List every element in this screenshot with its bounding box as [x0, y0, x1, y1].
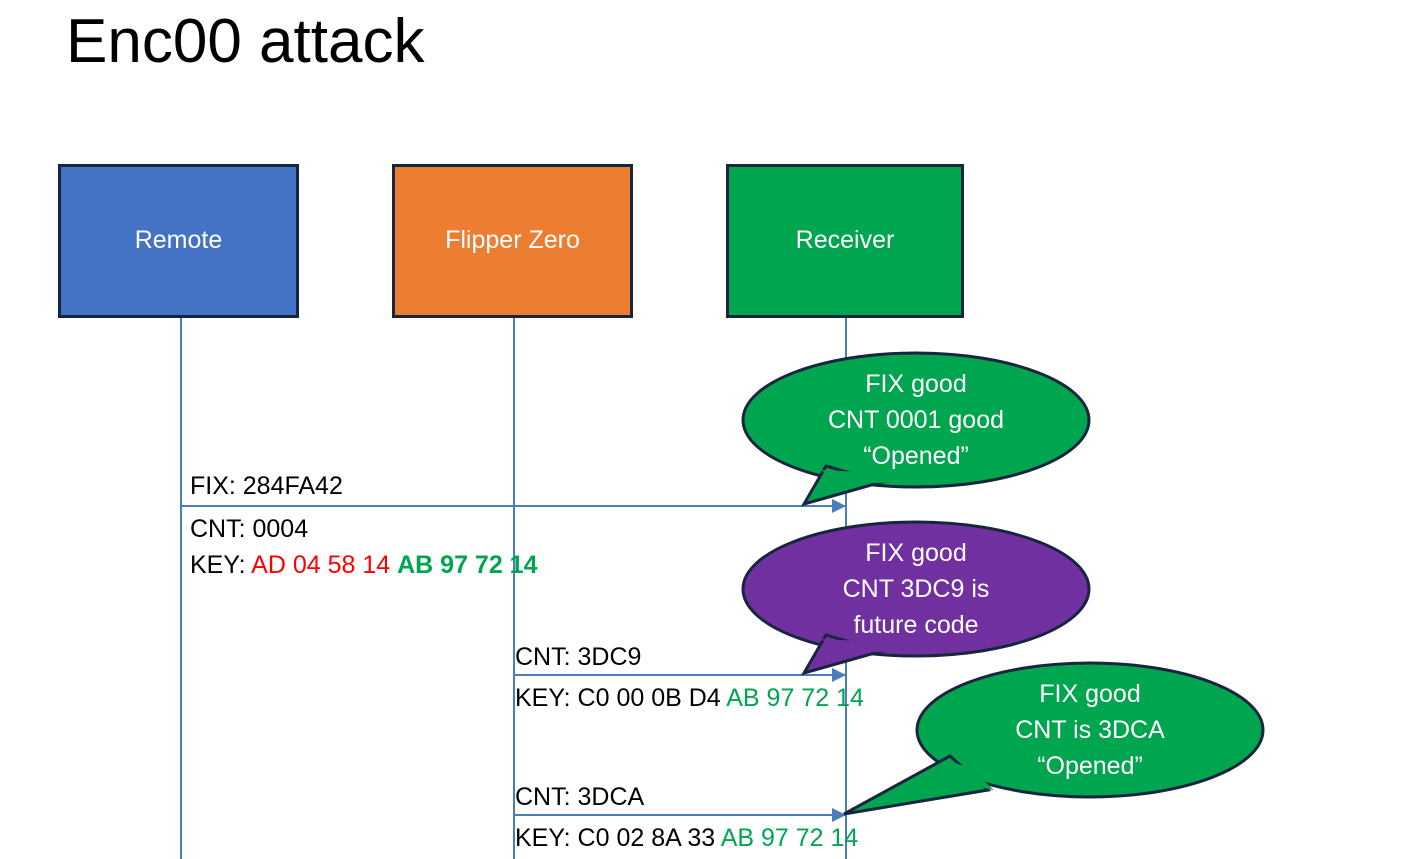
speech-bubble-receiver-response-1: FIX good CNT 0001 good “Opened”	[741, 351, 1091, 507]
key-3-prefix: KEY: C0 02 8A 33	[515, 824, 721, 852]
actor-label-remote: Remote	[134, 226, 223, 255]
actor-box-flipper: Flipper Zero	[392, 164, 633, 318]
speech-bubble-shape-3	[843, 661, 1265, 816]
key-3-green-bytes: AB 97 72 14	[720, 824, 859, 852]
actor-label-receiver: Receiver	[795, 226, 895, 255]
actor-label-flipper: Flipper Zero	[445, 226, 580, 255]
message-label-cnt-3dc9: CNT: 3DC9	[515, 643, 642, 671]
speech-bubble-shape-2	[741, 520, 1091, 676]
speech-bubble-receiver-response-3: FIX good CNT is 3DCA “Opened”	[843, 661, 1265, 817]
message-label-key-2: KEY: C0 00 0B D4 AB 97 72 14	[515, 680, 864, 716]
message-arrow-flipper-to-receiver-2	[513, 808, 846, 822]
speech-bubble-receiver-response-2: FIX good CNT 3DC9 is future code	[741, 520, 1091, 676]
key-2-green-bytes: AB 97 72 14	[726, 684, 864, 712]
message-label-key-1: KEY: AD 04 58 14 AB 97 72 14	[190, 547, 538, 583]
lifeline-remote	[180, 318, 182, 859]
message-label-cnt-0004: CNT: 0004	[190, 515, 309, 543]
message-arrow-flipper-to-receiver-1	[513, 668, 846, 682]
key-1-prefix: KEY:	[190, 551, 252, 579]
page-title: Enc00 attack	[66, 7, 425, 76]
message-arrow-remote-to-receiver-1	[180, 499, 846, 513]
message-label-key-3: KEY: C0 02 8A 33 AB 97 72 14	[515, 820, 858, 856]
lifeline-flipper	[513, 318, 515, 859]
key-1-green-bytes: AB 97 72 14	[397, 551, 538, 579]
actor-box-remote: Remote	[58, 164, 299, 318]
message-label-fix: FIX: 284FA42	[190, 472, 343, 500]
speech-bubble-shape-1	[741, 351, 1091, 507]
actor-box-receiver: Receiver	[726, 164, 964, 318]
key-2-prefix: KEY: C0 00 0B D4	[515, 684, 727, 712]
key-1-red-bytes: AD 04 58 14	[251, 551, 391, 579]
message-label-cnt-3dca: CNT: 3DCA	[515, 783, 645, 811]
